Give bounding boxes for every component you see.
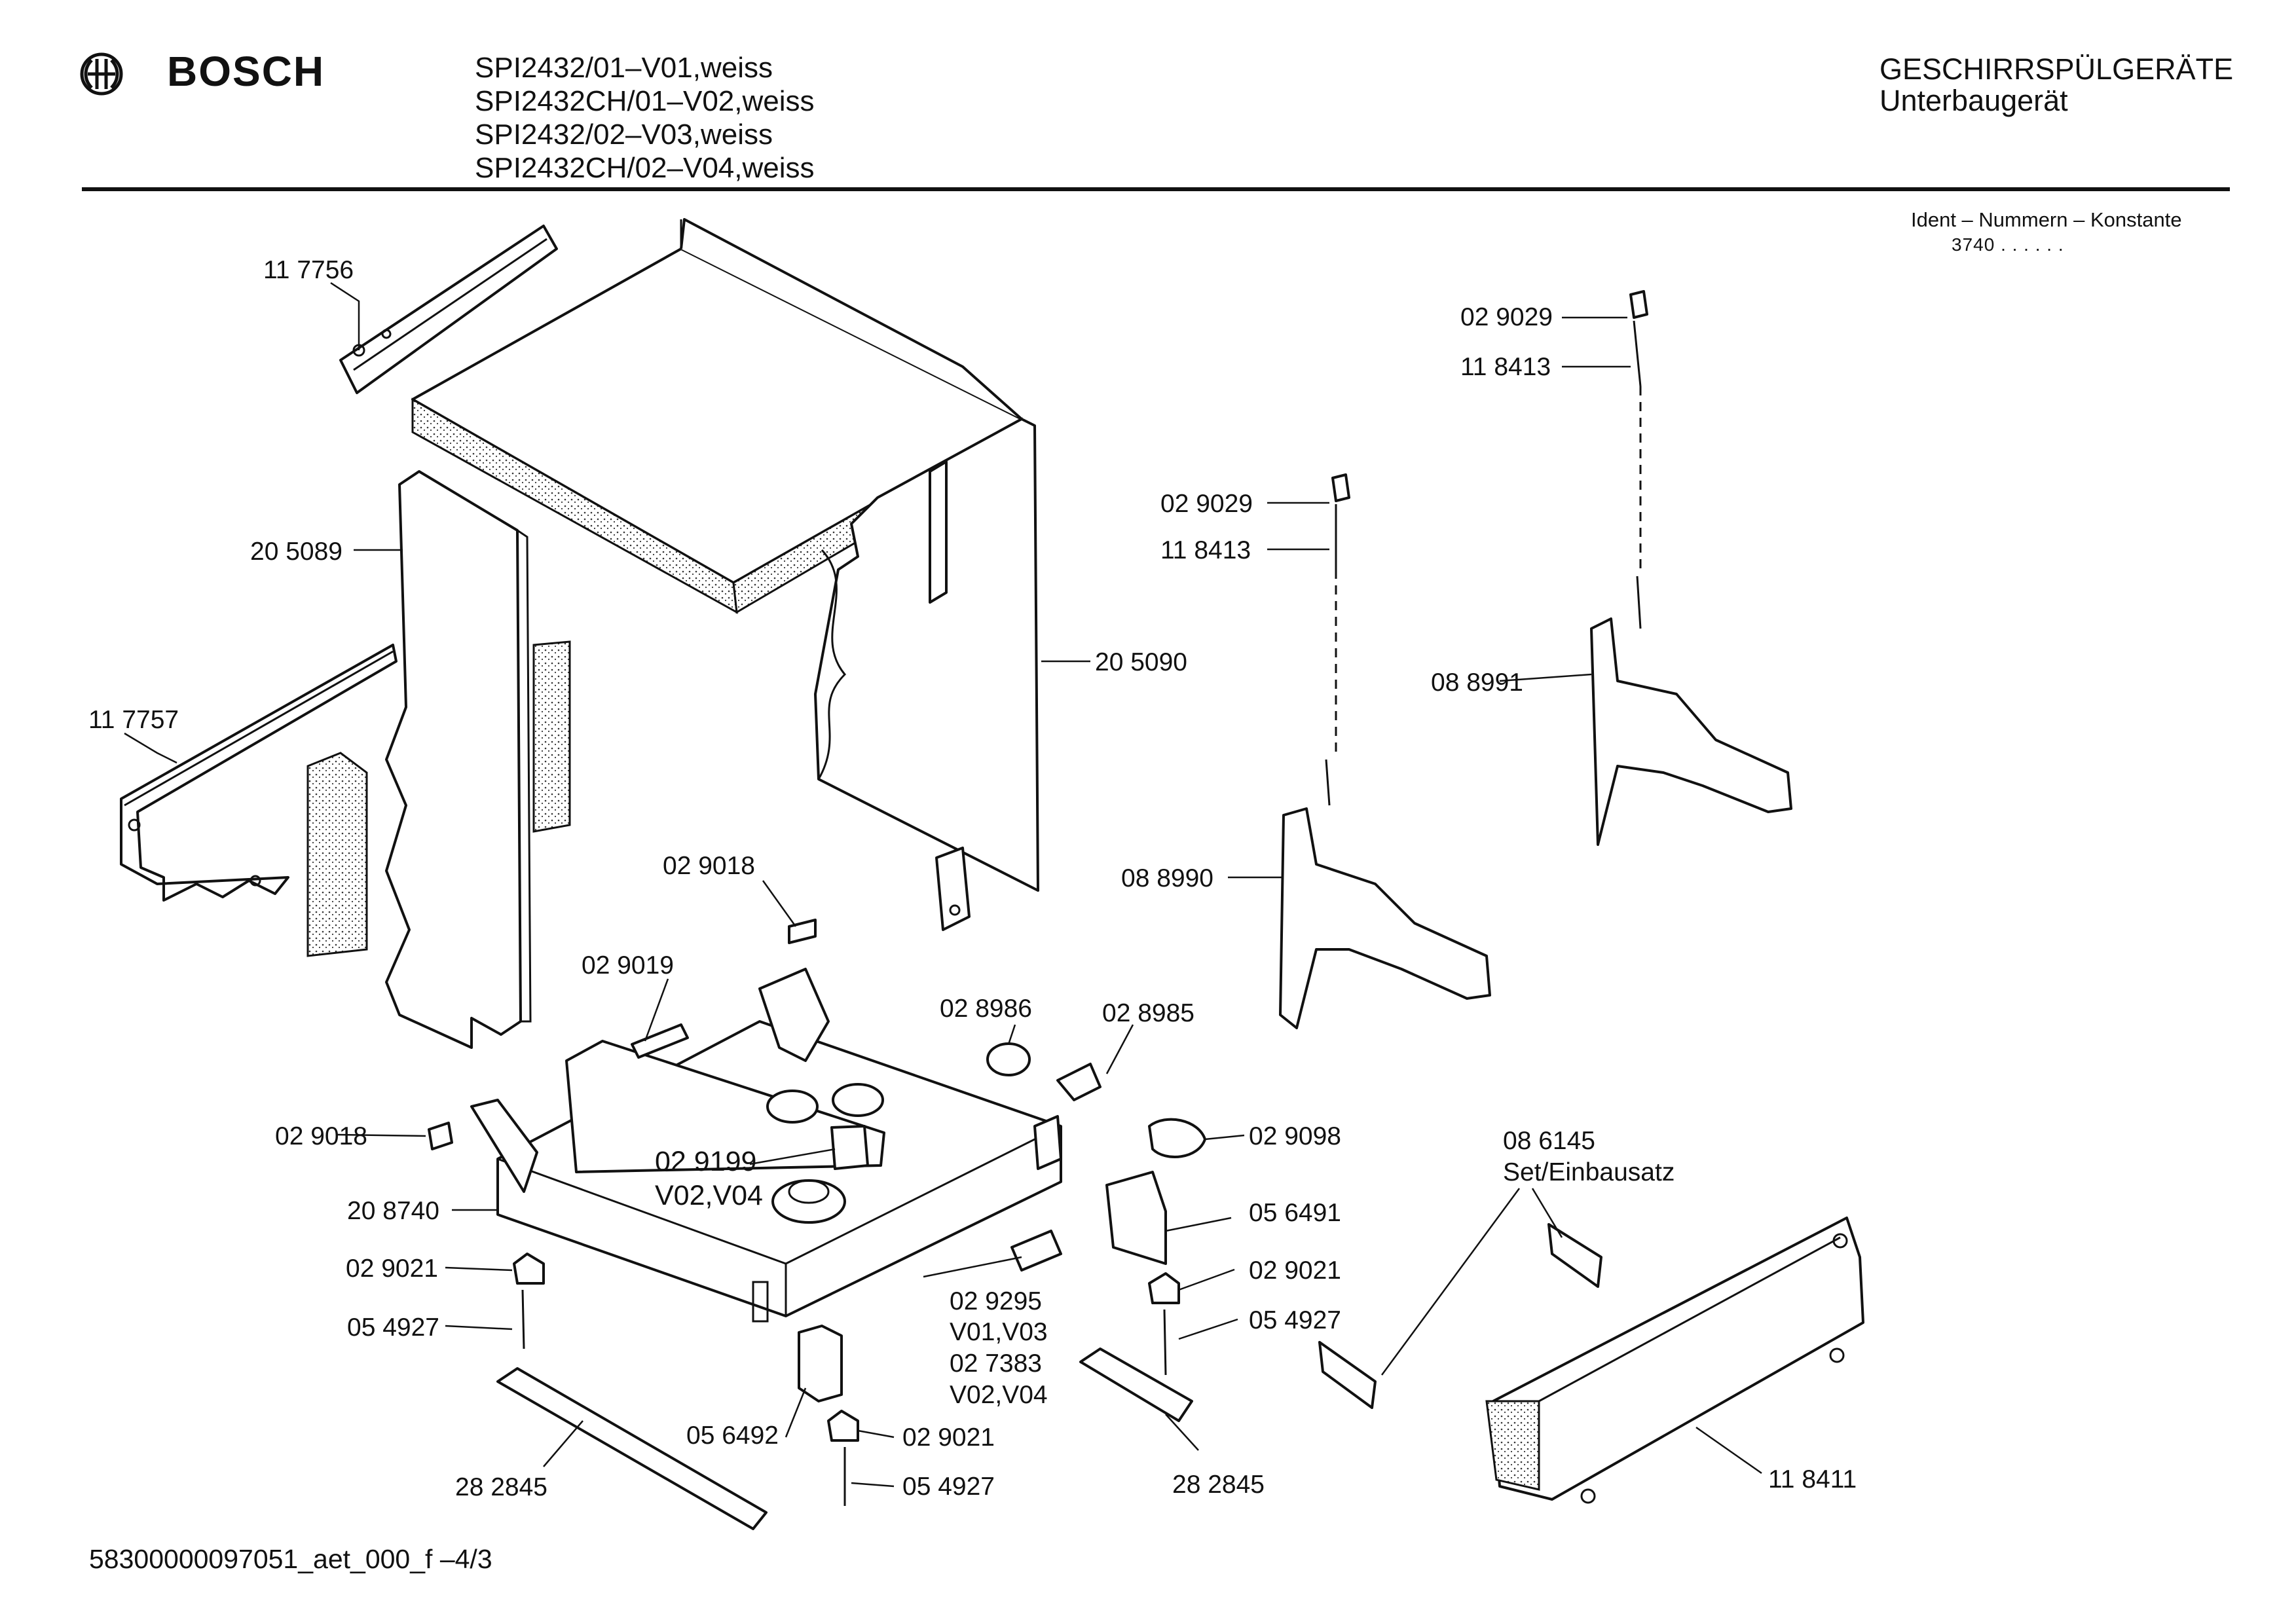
- part-label: 02 8986: [940, 995, 1032, 1023]
- part-label: 20 8740: [347, 1197, 439, 1225]
- door-hinge-left-part: [1279, 473, 1491, 1029]
- plinth-panel-part: [1485, 1217, 1864, 1504]
- part-label: 28 2845: [1172, 1471, 1265, 1499]
- part-label: 20 5089: [250, 538, 343, 566]
- part-label: 28 2845: [455, 1473, 547, 1501]
- part-label: 11 8413: [1160, 536, 1251, 564]
- part-label: V02,V04: [950, 1381, 1048, 1409]
- small-parts: [428, 919, 1206, 1530]
- part-label: 11 7757: [88, 706, 179, 734]
- part-label: 02 9295: [950, 1287, 1042, 1315]
- mounting-set-part: [1318, 1223, 1602, 1409]
- part-label: 20 5090: [1095, 648, 1187, 676]
- category-subtitle: Unterbaugerät: [1879, 84, 2068, 117]
- part-label: 08 6145: [1503, 1127, 1595, 1155]
- part-label: 08 8991: [1431, 669, 1523, 697]
- part-label: 05 4927: [347, 1313, 439, 1342]
- part-label: 02 7383: [950, 1349, 1042, 1378]
- part-label: 02 9018: [663, 852, 755, 880]
- door-hinge-right-part: [1590, 290, 1792, 846]
- part-label: 08 8990: [1121, 864, 1213, 892]
- part-label: 11 8413: [1460, 353, 1551, 381]
- ident-value: 3740 . . . . . .: [1952, 234, 2064, 255]
- part-label: V01,V03: [950, 1318, 1048, 1346]
- part-label: 11 7756: [263, 256, 354, 284]
- base-frame-part: [470, 968, 1062, 1323]
- part-label: 11 8411: [1768, 1465, 1857, 1493]
- part-label: 02 9021: [1249, 1256, 1341, 1285]
- part-label: 05 6491: [1249, 1199, 1341, 1227]
- header-rule: [82, 187, 2230, 191]
- ident-label: Ident – Nummern – Konstante: [1911, 208, 2182, 231]
- part-label: 02 9018: [275, 1122, 367, 1150]
- model-line: SPI2432/02–V03,weiss: [475, 119, 773, 151]
- model-line: SPI2432CH/02–V04,weiss: [475, 152, 815, 184]
- right-side-panel-part: [814, 418, 1039, 931]
- part-label: 05 4927: [902, 1473, 995, 1501]
- category-title: GESCHIRRSPÜLGERÄTE: [1879, 52, 2234, 86]
- part-label: 02 9098: [1249, 1122, 1341, 1150]
- part-label: 05 6492: [686, 1421, 779, 1450]
- part-label: 05 4927: [1249, 1306, 1341, 1334]
- part-label: 02 9021: [346, 1255, 438, 1283]
- part-label: V02,V04: [655, 1180, 763, 1211]
- brand-name: BOSCH: [167, 48, 325, 95]
- bosch-armature-logo-icon: [80, 52, 123, 96]
- part-label: 02 9029: [1160, 490, 1253, 518]
- left-side-panel-part: [306, 470, 571, 1049]
- part-label: 02 8985: [1102, 999, 1194, 1027]
- part-label: 02 9019: [582, 951, 674, 980]
- model-line: SPI2432/01–V01,weiss: [475, 52, 773, 84]
- part-labels: 11 7756 20 5089 11 7757 20 5090 02 9018 …: [88, 256, 1857, 1501]
- part-label: Set/Einbausatz: [1503, 1158, 1675, 1186]
- model-line: SPI2432CH/01–V02,weiss: [475, 85, 815, 117]
- part-label: 02 9021: [902, 1423, 995, 1452]
- part-label: 02 9199: [655, 1146, 756, 1177]
- part-label: 02 9029: [1460, 303, 1553, 331]
- lower-front-rail-part: [120, 644, 398, 902]
- document-footer-code: 58300000097051_aet_000_f –4/3: [89, 1544, 492, 1574]
- top-rail-part: [339, 225, 558, 394]
- model-list: SPI2432/01–V01,weiss SPI2432CH/01–V02,we…: [475, 51, 815, 185]
- leader-lines: [124, 282, 1762, 1488]
